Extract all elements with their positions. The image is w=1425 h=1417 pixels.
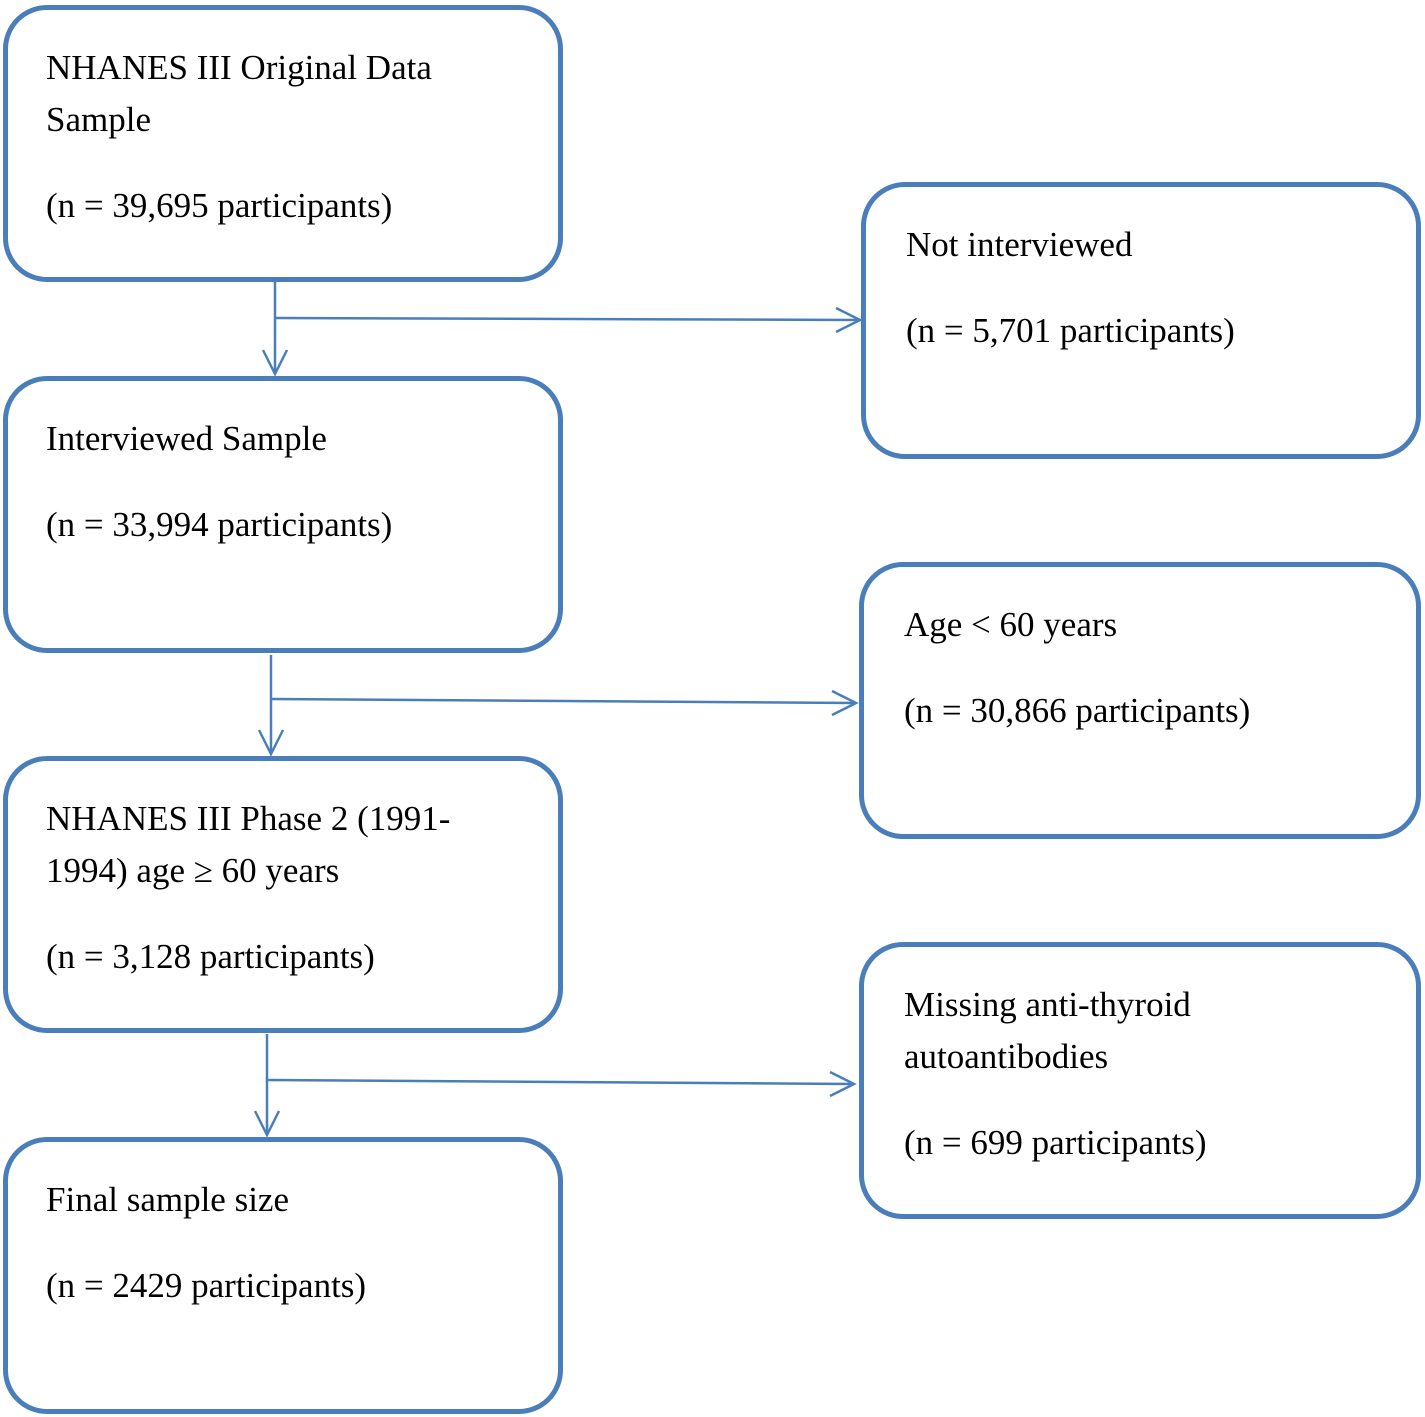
box-not-interviewed-count: (n = 5,701 participants) — [906, 311, 1235, 350]
box-interviewed-sample-count: (n = 33,994 participants) — [46, 505, 393, 544]
arrow-interviewed-to-phase2 — [257, 655, 285, 757]
box-phase2-sample-count: (n = 3,128 participants) — [46, 937, 375, 976]
box-final-sample: Final sample size (n = 2429 participants… — [3, 1137, 563, 1414]
box-phase2-sample-title: NHANES III Phase 2 (1991- 1994) age ≥ 60… — [46, 799, 451, 890]
box-interviewed-sample: Interviewed Sample (n = 33,994 participa… — [3, 376, 563, 653]
box-not-interviewed: Not interviewed (n = 5,701 participants) — [861, 182, 1421, 459]
box-missing-autoantibodies-title: Missing anti-thyroid autoantibodies — [904, 985, 1191, 1076]
arrow-to-age-under-60 — [270, 689, 859, 717]
box-missing-autoantibodies: Missing anti-thyroid autoantibodies (n =… — [859, 942, 1421, 1219]
arrow-to-not-interviewed — [274, 306, 863, 334]
box-not-interviewed-title: Not interviewed — [906, 225, 1133, 264]
box-age-under-60-title: Age < 60 years — [904, 605, 1118, 644]
box-interviewed-sample-title: Interviewed Sample — [46, 419, 327, 458]
box-original-sample: NHANES III Original Data Sample (n = 39,… — [3, 5, 563, 282]
box-original-sample-title: NHANES III Original Data Sample — [46, 48, 432, 139]
arrow-original-to-interviewed — [261, 282, 289, 377]
arrow-to-missing-autoantibodies — [266, 1070, 857, 1098]
box-final-sample-title: Final sample size — [46, 1180, 290, 1219]
box-age-under-60: Age < 60 years (n = 30,866 participants) — [859, 562, 1421, 839]
box-phase2-sample: NHANES III Phase 2 (1991- 1994) age ≥ 60… — [3, 756, 563, 1033]
box-final-sample-count: (n = 2429 participants) — [46, 1266, 367, 1305]
arrow-phase2-to-final — [253, 1034, 281, 1138]
box-original-sample-count: (n = 39,695 participants) — [46, 186, 393, 225]
box-missing-autoantibodies-count: (n = 699 participants) — [904, 1123, 1207, 1162]
box-age-under-60-count: (n = 30,866 participants) — [904, 691, 1251, 730]
